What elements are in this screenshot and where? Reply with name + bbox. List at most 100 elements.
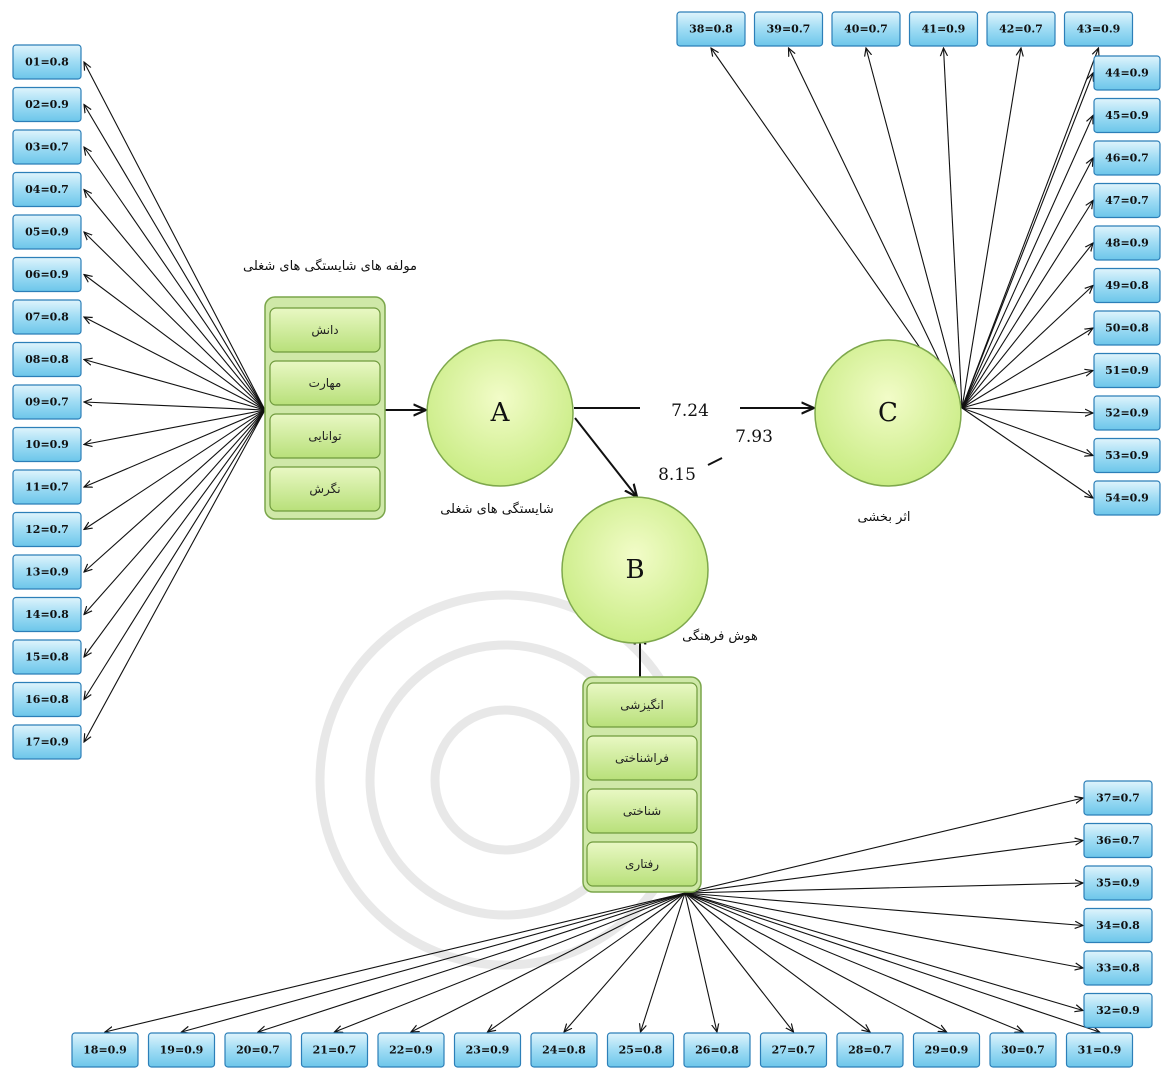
loading-arrow	[84, 232, 266, 411]
indicator-box-label: 09=0.7	[25, 396, 69, 409]
loading-arrow	[684, 841, 1083, 894]
indicator-box: 40=0.7	[831, 11, 901, 47]
indicator-box-label: 26=0.8	[695, 1044, 739, 1057]
indicator-box: 37=0.7	[1083, 780, 1153, 816]
indicator-box: 06=0.9	[12, 256, 82, 293]
indicator-box-label: 45=0.9	[1105, 109, 1149, 122]
loading-arrow	[84, 409, 266, 615]
component-item-label: شناختی	[623, 804, 661, 818]
indicator-box-label: 07=0.8	[25, 311, 69, 324]
loading-arrow	[105, 892, 686, 1032]
indicator-box: 04=0.7	[12, 171, 82, 208]
indicator-box: 46=0.7	[1093, 140, 1161, 176]
component-item: دانش	[269, 307, 381, 353]
indicator-box: 30=0.7	[989, 1032, 1057, 1068]
indicator-box: 17=0.9	[12, 724, 82, 760]
component-item-label: فراشناختی	[615, 751, 669, 766]
indicator-box: 13=0.9	[12, 554, 82, 590]
loading-arrow	[684, 892, 1083, 926]
component-item: انگیزشی	[586, 682, 698, 728]
indicator-box-label: 53=0.9	[1105, 449, 1149, 462]
indicator-box-label: 16=0.8	[25, 693, 69, 706]
indicator-box-label: 34=0.8	[1096, 919, 1140, 932]
indicator-box: 51=0.9	[1093, 352, 1161, 389]
indicator-box-label: 22=0.9	[389, 1044, 433, 1057]
indicator-box: 07=0.8	[12, 299, 82, 335]
indicator-box: 19=0.9	[147, 1032, 216, 1068]
indicator-box: 49=0.8	[1093, 267, 1161, 304]
component-item: توانایی	[269, 413, 381, 459]
loading-arrow	[258, 892, 686, 1032]
loading-arrow	[84, 360, 266, 411]
indicator-box-label: 08=0.8	[25, 353, 69, 366]
indicator-box: 05=0.9	[12, 214, 82, 250]
loading-arrow	[684, 892, 947, 1032]
indicator-box-label: 42=0.7	[999, 23, 1043, 36]
coef-A-C: 7.24	[671, 401, 709, 421]
construct-B-letter: B	[625, 555, 644, 585]
indicator-box-label: 47=0.7	[1105, 194, 1149, 207]
indicator-box: 18=0.9	[71, 1032, 139, 1068]
indicator-box-label: 49=0.8	[1105, 279, 1149, 292]
loading-arrow	[84, 317, 266, 411]
indicator-box-label: 19=0.9	[160, 1044, 204, 1057]
indicator-box-label: 20=0.7	[236, 1044, 280, 1057]
coef-A-B: 8.15	[658, 465, 696, 485]
component-item-label: انگیزشی	[620, 698, 664, 713]
indicator-box: 34=0.8	[1083, 907, 1153, 944]
indicator-box: 53=0.9	[1093, 437, 1161, 474]
loading-arrow	[961, 48, 1021, 409]
loading-arrow	[684, 892, 1083, 968]
construct-A: A	[426, 339, 574, 487]
indicator-box-label: 32=0.9	[1096, 1004, 1140, 1017]
indicator-box: 31=0.9	[1065, 1032, 1134, 1068]
loading-arrow	[84, 275, 266, 411]
components-title: مولفه های شایستگی های شغلی	[243, 258, 417, 274]
indicator-box: 03=0.7	[12, 129, 82, 165]
loading-arrow	[84, 409, 266, 700]
indicator-box-label: 43=0.9	[1077, 23, 1121, 36]
indicator-box-label: 48=0.9	[1105, 237, 1149, 250]
component-item-label: مهارت	[309, 376, 342, 391]
loading-arrow	[961, 407, 1093, 498]
loading-arrow	[335, 892, 686, 1032]
loading-arrow	[961, 243, 1093, 409]
component-item: فراشناختی	[586, 735, 698, 781]
loading-arrow	[684, 892, 870, 1032]
loading-arrow	[684, 798, 1083, 894]
loading-arrow	[641, 892, 686, 1032]
component-item-label: نگرش	[309, 482, 340, 497]
loading-arrow	[684, 892, 794, 1032]
indicator-box-label: 30=0.7	[1001, 1044, 1045, 1057]
loading-arrow	[789, 48, 963, 409]
loading-arrow	[84, 409, 266, 530]
loading-arrow	[684, 892, 1023, 1032]
indicator-box-label: 36=0.7	[1096, 834, 1140, 847]
construct-C-letter: C	[878, 398, 898, 428]
indicator-box: 48=0.9	[1093, 225, 1161, 261]
component-item: شناختی	[586, 788, 698, 834]
construct-B-label: هوش فرهنگی	[682, 628, 758, 644]
indicator-box: 39=0.7	[753, 11, 824, 47]
loading-arrow	[961, 286, 1093, 409]
loading-arrow	[411, 892, 686, 1032]
cq-components-group	[582, 676, 702, 893]
loading-arrow	[488, 892, 686, 1032]
loading-arrow	[84, 409, 266, 445]
construct-A-label: شایستگی های شغلی	[440, 501, 554, 517]
indicator-box: 23=0.9	[453, 1032, 522, 1068]
loading-arrow	[684, 892, 1083, 1011]
indicator-box-label: 04=0.7	[25, 183, 69, 196]
indicator-box-label: 54=0.9	[1105, 492, 1149, 505]
loading-arrow	[944, 48, 963, 409]
indicator-box: 26=0.8	[683, 1032, 751, 1068]
indicator-box: 24=0.8	[530, 1032, 598, 1068]
coef-B-C: 7.93	[735, 427, 773, 447]
component-item: نگرش	[269, 466, 381, 512]
loading-arrow	[961, 201, 1093, 409]
indicator-box: 38=0.8	[676, 11, 746, 47]
indicator-box: 22=0.9	[377, 1032, 445, 1068]
indicator-box: 08=0.8	[12, 341, 82, 378]
indicator-box-label: 05=0.9	[25, 226, 69, 239]
